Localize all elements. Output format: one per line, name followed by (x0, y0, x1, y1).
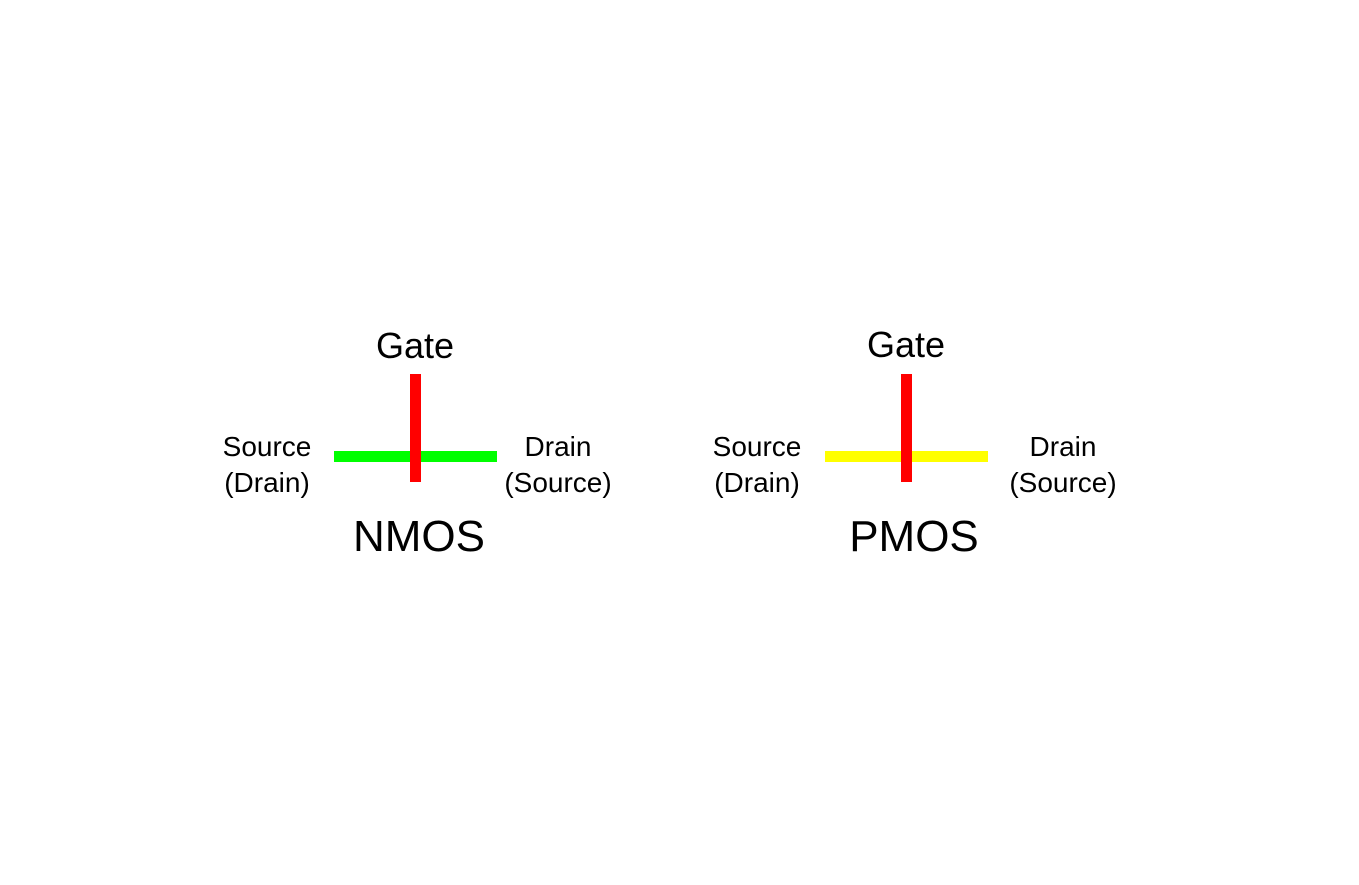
nmos-drain-alt-label: (Drain) (224, 467, 310, 498)
nmos-gate-bar (410, 374, 421, 482)
pmos-title: PMOS (849, 512, 979, 561)
nmos-right-terminal-label: Drain (Source) (504, 429, 611, 501)
pmos-gate-bar (901, 374, 912, 482)
pmos-left-terminal-label: Source (Drain) (713, 429, 802, 501)
nmos-left-terminal-label: Source (Drain) (223, 429, 312, 501)
pmos-drain-label: Drain (1029, 431, 1097, 462)
pmos-source-alt-label: (Source) (1009, 467, 1117, 498)
nmos-drain-label: Drain (524, 431, 592, 462)
nmos-source-alt-label: (Source) (504, 467, 612, 498)
nmos-title: NMOS (353, 512, 485, 561)
nmos-gate-label: Gate (375, 325, 455, 366)
pmos-right-terminal-label: Drain (Source) (1009, 429, 1116, 501)
pmos-source-label: Source (712, 431, 802, 462)
pmos-gate-label: Gate (866, 324, 946, 365)
pmos-drain-alt-label: (Drain) (714, 467, 800, 498)
nmos-source-label: Source (222, 431, 312, 462)
